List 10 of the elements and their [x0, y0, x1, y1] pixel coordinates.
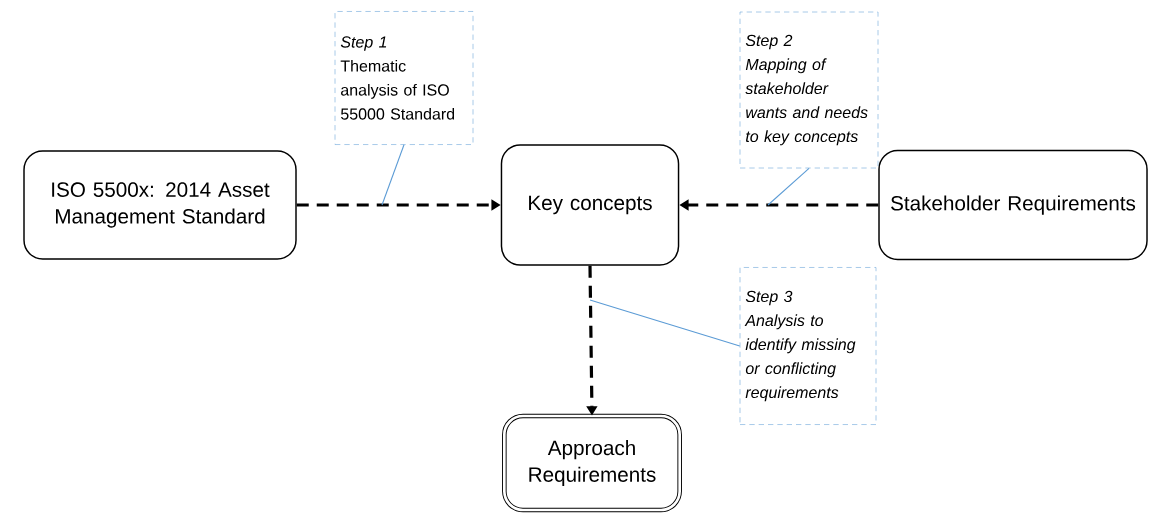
result-box: Approach Requirements: [502, 413, 682, 513]
leader-line: [381, 144, 405, 206]
step-callout: Step 3 Analysis to identify missing or conflicting requirements: [739, 267, 877, 425]
leader-line: [589, 299, 741, 347]
step-callout: Step 1 Thematic analysis of ISO 55000 Standard: [334, 11, 474, 145]
process-box: Key concepts: [500, 144, 680, 266]
step-callout: Step 2 Mapping of stakeholder wants and needs to key concepts: [739, 11, 879, 169]
process-box: ISO 5500x: 2014 Asset Management Standard: [23, 150, 297, 260]
leader-line: [767, 167, 810, 206]
process-box: Stakeholder Requirements: [878, 149, 1148, 261]
